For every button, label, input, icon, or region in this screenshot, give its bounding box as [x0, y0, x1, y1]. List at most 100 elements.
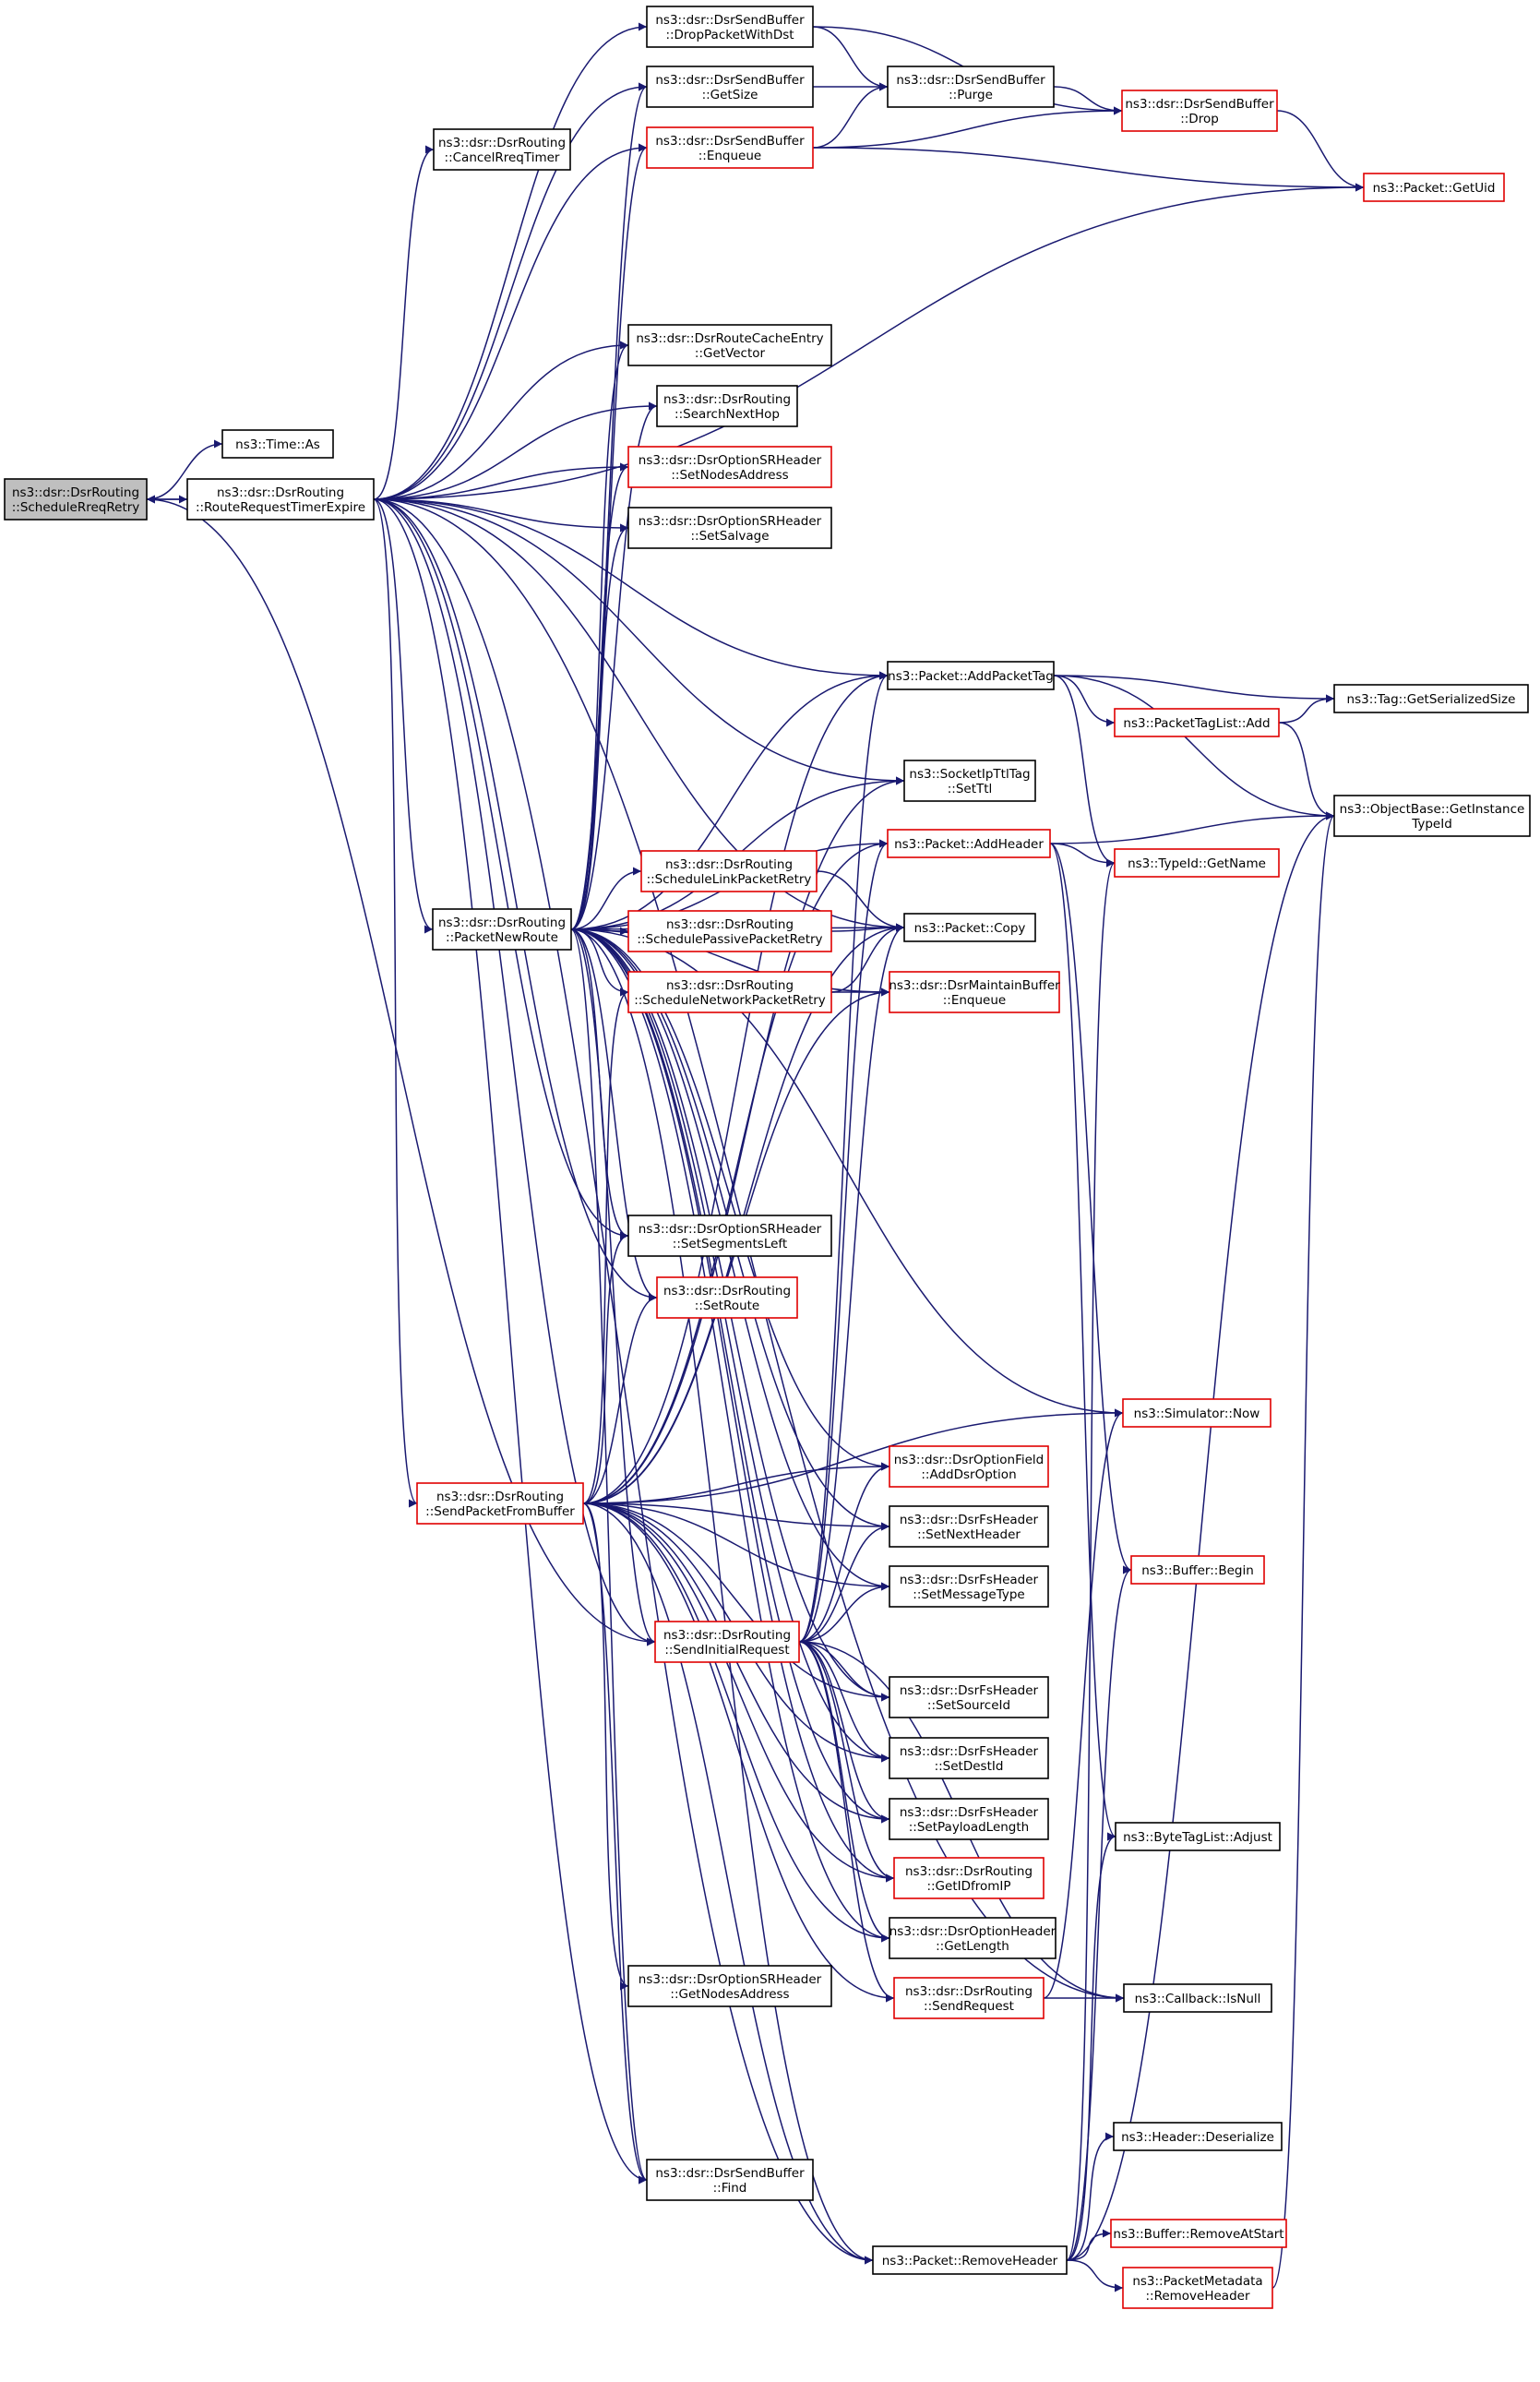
- edge-arrow: [798, 1582, 890, 1643]
- graph-node-setmsgtype[interactable]: ns3::dsr::DsrFsHeader::SetMessageType: [889, 1565, 1049, 1608]
- graph-node-deserialize[interactable]: ns3::Header::Deserialize: [1113, 2122, 1283, 2151]
- node-box: [872, 2245, 1068, 2275]
- graph-node-setsegleft[interactable]: ns3::dsr::DsrOptionSRHeader::SetSegments…: [627, 1215, 832, 1257]
- node-label: ns3::Header::Deserialize: [1121, 2130, 1274, 2145]
- node-label: ns3::dsr::DsrMaintainBuffer: [889, 978, 1060, 993]
- node-label: ns3::Callback::IsNull: [1135, 1992, 1261, 2006]
- graph-node-btl-adjust[interactable]: ns3::ByteTagList::Adjust: [1115, 1822, 1281, 1851]
- call-edge: [373, 498, 889, 680]
- node-label: ::SetNodesAddress: [671, 468, 788, 483]
- node-label: ::SearchNextHop: [674, 407, 780, 422]
- node-box: [646, 66, 814, 108]
- graph-node-setsrcid[interactable]: ns3::dsr::DsrFsHeader::SetSourceId: [889, 1676, 1049, 1718]
- graph-node-removeatstart[interactable]: ns3::Buffer::RemoveAtStart: [1110, 2219, 1287, 2248]
- edge-arrow: [798, 1641, 890, 1702]
- graph-node-cancel[interactable]: ns3::dsr::DsrRouting::CancelRreqTimer: [433, 128, 571, 171]
- graph-node-getsize[interactable]: ns3::dsr::DsrSendBuffer::GetSize: [646, 66, 814, 108]
- node-label: ns3::Packet::AddPacketTag: [888, 669, 1054, 684]
- node-label: ns3::dsr::DsrOptionSRHeader: [639, 1222, 822, 1237]
- call-edge: [798, 1462, 890, 1643]
- graph-node-setnodesaddr[interactable]: ns3::dsr::DsrOptionSRHeader::SetNodesAdd…: [627, 446, 832, 488]
- graph-node-schedpassive[interactable]: ns3::dsr::DsrRouting::SchedulePassivePac…: [627, 910, 832, 952]
- node-label: ::SetSourceId: [927, 1698, 1010, 1713]
- node-label: ns3::dsr::DsrFsHeader: [900, 1805, 1039, 1820]
- graph-node-time-as[interactable]: ns3::Time::As: [221, 429, 334, 459]
- graph-node-ptl-add[interactable]: ns3::PacketTagList::Add: [1114, 708, 1280, 737]
- node-label: ::SendRequest: [924, 1999, 1014, 2014]
- graph-node-find[interactable]: ns3::dsr::DsrSendBuffer::Find: [646, 2159, 814, 2201]
- graph-node-getlength[interactable]: ns3::dsr::DsrOptionHeader::GetLength: [889, 1917, 1057, 1959]
- edge-arrow: [146, 439, 223, 500]
- graph-node-searchnexthop[interactable]: ns3::dsr::DsrRouting::SearchNextHop: [656, 385, 798, 427]
- graph-node-packetnewroute[interactable]: ns3::dsr::DsrRouting::PacketNewRoute: [432, 908, 572, 951]
- call-edge: [373, 498, 656, 1646]
- node-label: ::Enqueue: [698, 149, 761, 163]
- node-label: ::SetTtl: [948, 782, 993, 796]
- edge-arrow: [582, 1462, 890, 1504]
- call-edge: [373, 82, 648, 500]
- node-label: ns3::dsr::DsrRouting: [666, 917, 794, 932]
- edge-arrow: [1066, 2229, 1112, 2261]
- graph-node-pm-removeheader[interactable]: ns3::PacketMetadata::RemoveHeader: [1122, 2267, 1273, 2309]
- graph-node-copy[interactable]: ns3::Packet::Copy: [903, 913, 1036, 942]
- graph-node-setnexthdr[interactable]: ns3::dsr::DsrFsHeader::SetNextHeader: [889, 1505, 1049, 1548]
- edge-arrow: [1271, 811, 1335, 2289]
- graph-node-isnull[interactable]: ns3::Callback::IsNull: [1123, 1983, 1272, 2013]
- graph-node-getuid[interactable]: ns3::Packet::GetUid: [1363, 173, 1505, 202]
- graph-node-rrte[interactable]: ns3::dsr::DsrRouting::RouteRequestTimerE…: [186, 478, 375, 521]
- graph-node-enqueue[interactable]: ns3::dsr::DsrSendBuffer::Enqueue: [646, 126, 814, 169]
- call-edge: [1066, 1565, 1132, 2261]
- graph-node-bufbegin[interactable]: ns3::Buffer::Begin: [1130, 1555, 1265, 1585]
- node-label: ns3::dsr::DsrRouting: [12, 485, 139, 500]
- edge-arrow: [582, 1293, 658, 1504]
- graph-node-simnow[interactable]: ns3::Simulator::Now: [1122, 1398, 1271, 1428]
- call-edge: [812, 82, 889, 149]
- graph-node-sendrequest[interactable]: ns3::dsr::DsrRouting::SendRequest: [893, 1977, 1045, 2019]
- graph-node-adddsroption[interactable]: ns3::dsr::DsrOptionField::AddDsrOption: [889, 1445, 1049, 1488]
- graph-node-sendinitreq[interactable]: ns3::dsr::DsrRouting::SendInitialRequest: [654, 1621, 800, 1663]
- graph-node-getname[interactable]: ns3::TypeId::GetName: [1114, 848, 1280, 878]
- edge-arrow: [798, 839, 889, 1643]
- graph-node-schednetwork[interactable]: ns3::dsr::DsrRouting::ScheduleNetworkPac…: [627, 971, 832, 1013]
- node-box: [1363, 173, 1505, 202]
- call-edge: [373, 498, 658, 1302]
- graph-node-setttl[interactable]: ns3::SocketIpTtlTag::SetTtl: [903, 760, 1036, 802]
- call-edge: [570, 928, 890, 997]
- graph-node-drop[interactable]: ns3::dsr::DsrSendBuffer::Drop: [1121, 90, 1278, 132]
- node-label: ns3::dsr::DsrSendBuffer: [655, 73, 805, 88]
- edge-arrow: [798, 923, 905, 1643]
- graph-node-setpayload[interactable]: ns3::dsr::DsrFsHeader::SetPayloadLength: [889, 1798, 1049, 1840]
- graph-node-purge[interactable]: ns3::dsr::DsrSendBuffer::Purge: [887, 66, 1055, 108]
- node-label: ::AddDsrOption: [921, 1467, 1016, 1482]
- node-label: ns3::dsr::DsrRouting: [663, 1628, 791, 1643]
- graph-node-getserialsize[interactable]: ns3::Tag::GetSerializedSize: [1333, 684, 1529, 713]
- graph-node-addpackettag[interactable]: ns3::Packet::AddPacketTag: [887, 661, 1055, 690]
- graph-node-setdestid[interactable]: ns3::dsr::DsrFsHeader::SetDestId: [889, 1737, 1049, 1779]
- graph-node-addheader[interactable]: ns3::Packet::AddHeader: [887, 829, 1051, 858]
- graph-node-maintenqueue[interactable]: ns3::dsr::DsrMaintainBuffer::Enqueue: [889, 971, 1060, 1013]
- edge-arrow: [582, 1231, 629, 1504]
- node-label: ::DropPacketWithDst: [665, 28, 794, 42]
- graph-node-spfb[interactable]: ns3::dsr::DsrRouting::SendPacketFromBuff…: [416, 1482, 584, 1525]
- graph-node-getvector[interactable]: ns3::dsr::DsrRouteCacheEntry::GetVector: [627, 324, 832, 366]
- graph-node-schedlink[interactable]: ns3::dsr::DsrRouting::ScheduleLinkPacket…: [640, 850, 818, 892]
- node-label: TypeId: [1411, 817, 1452, 832]
- graph-node-getnodesaddr[interactable]: ns3::dsr::DsrOptionSRHeader::GetNodesAdd…: [627, 1965, 832, 2007]
- call-edge: [1066, 811, 1335, 2261]
- edge-arrow: [816, 870, 905, 932]
- call-edge: [582, 1502, 648, 2184]
- node-box: [887, 661, 1055, 690]
- node-label: ::SetSalvage: [691, 529, 770, 544]
- graph-node-removeheader[interactable]: ns3::Packet::RemoveHeader: [872, 2245, 1068, 2275]
- graph-node-setroute[interactable]: ns3::dsr::DsrRouting::SetRoute: [656, 1276, 798, 1319]
- node-box: [1115, 1822, 1281, 1851]
- edge-arrow: [798, 671, 889, 1643]
- graph-node-setsalvage[interactable]: ns3::dsr::DsrOptionSRHeader::SetSalvage: [627, 507, 832, 549]
- node-box: [889, 1445, 1049, 1488]
- graph-node-dpwd[interactable]: ns3::dsr::DsrSendBuffer::DropPacketWithD…: [646, 6, 814, 48]
- edge-arrow: [570, 928, 890, 997]
- graph-node-srr[interactable]: ns3::dsr::DsrRouting::ScheduleRreqRetry: [4, 478, 148, 521]
- edge-arrow: [373, 498, 656, 1646]
- graph-node-getidfromip[interactable]: ns3::dsr::DsrRouting::GetIDfromIP: [893, 1857, 1045, 1899]
